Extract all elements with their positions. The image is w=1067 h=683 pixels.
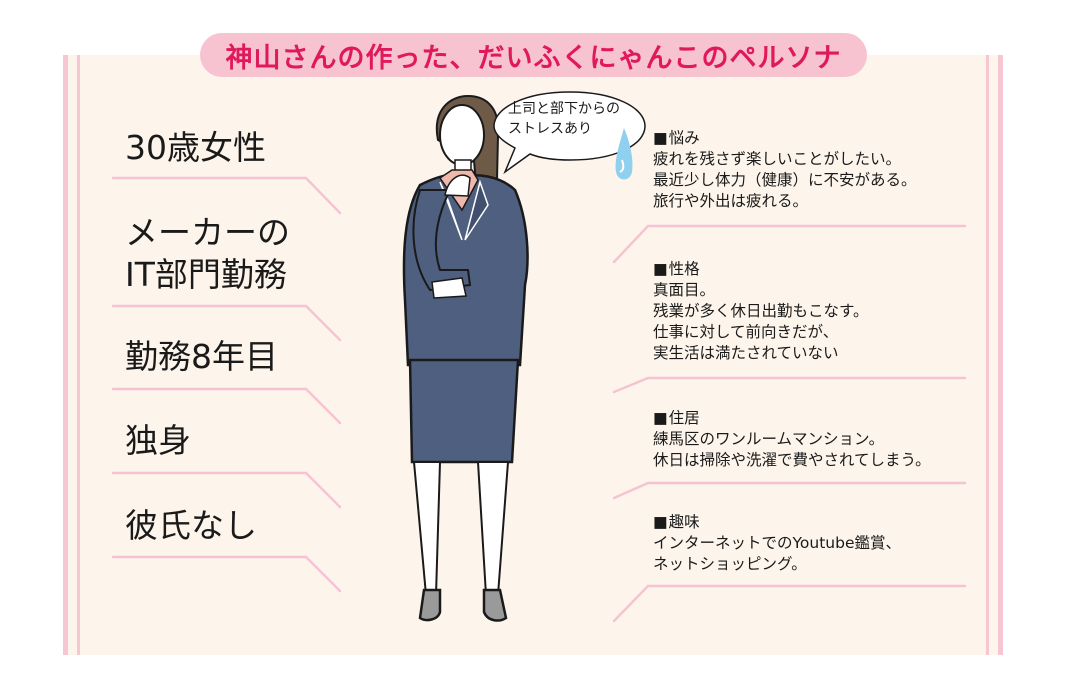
section-line: 休日は掃除や洗濯で費やされてしまう。 (653, 451, 931, 469)
attribute-age-gender: 30歳女性 (125, 127, 266, 169)
attribute-tenure: 勤務8年目 (125, 336, 278, 378)
attribute-text: 彼氏なし (125, 506, 257, 545)
attribute-occupation: メーカーの IT部門勤務 (125, 212, 290, 296)
section-line: 真面目。 (653, 281, 716, 299)
section-heading: 悩み (653, 128, 917, 149)
section-line: インターネットでのYoutube鑑賞、 (653, 534, 901, 552)
bubble-line: 上司と部下からの (508, 101, 620, 117)
section-hobbies: 趣味 インターネットでのYoutube鑑賞、 ネットショッピング。 (653, 512, 901, 575)
frame-stripe-left-inner (77, 55, 80, 655)
section-heading: 趣味 (653, 512, 901, 533)
section-line: 旅行や外出は疲れる。 (653, 192, 809, 210)
attribute-relationship: 彼氏なし (125, 505, 257, 547)
title-banner: 神山さんの作った、だいふくにゃんこのペルソナ (200, 33, 867, 77)
attribute-marital-status: 独身 (125, 420, 191, 462)
section-line: 実生活は満たされていない (653, 344, 839, 362)
section-line: 最近少し体力（健康）に不安がある。 (653, 171, 917, 189)
attribute-text: 30歳女性 (125, 128, 266, 167)
frame-stripe-right-outer (998, 55, 1003, 655)
section-heading: 性格 (653, 259, 868, 280)
section-personality: 性格 真面目。 残業が多く休日出勤もこなす。 仕事に対して前向きだが、 実生活は… (653, 259, 868, 364)
bubble-line: ストレスあり (508, 121, 592, 137)
section-line: 残業が多く休日出勤もこなす。 (653, 302, 869, 320)
frame-stripe-left-outer (63, 55, 68, 655)
attribute-text: 勤務8年目 (125, 337, 278, 376)
attribute-text: メーカーの (125, 213, 290, 252)
section-heading: 住居 (653, 408, 931, 429)
attribute-text: 独身 (125, 421, 191, 460)
section-worries: 悩み 疲れを残さず楽しいことがしたい。 最近少し体力（健康）に不安がある。 旅行… (653, 128, 917, 212)
section-line: 疲れを残さず楽しいことがしたい。 (653, 150, 902, 168)
section-line: 練馬区のワンルームマンション。 (653, 430, 885, 448)
frame-stripe-right-inner (986, 55, 989, 655)
attribute-text: IT部門勤務 (125, 255, 287, 294)
section-residence: 住居 練馬区のワンルームマンション。 休日は掃除や洗濯で費やされてしまう。 (653, 408, 931, 471)
section-line: ネットショッピング。 (653, 555, 807, 573)
speech-bubble-text: 上司と部下からの ストレスあり (508, 99, 620, 139)
page-title: 神山さんの作った、だいふくにゃんこのペルソナ (225, 42, 842, 74)
section-line: 仕事に対して前向きだが、 (653, 323, 839, 341)
